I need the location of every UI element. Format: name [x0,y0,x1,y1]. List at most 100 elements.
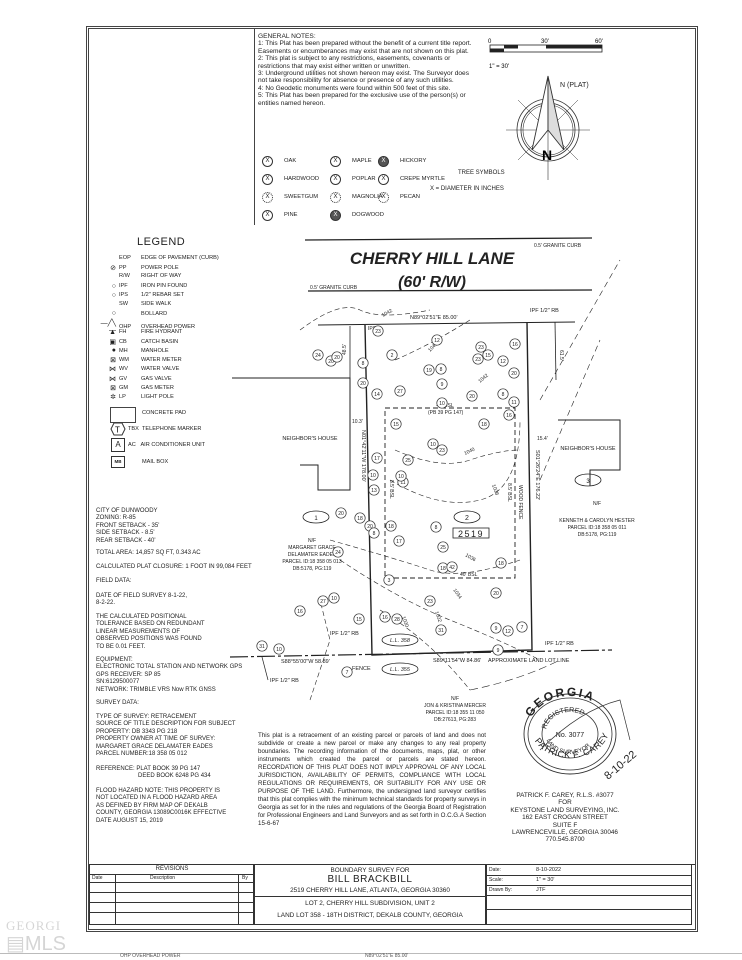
general-notes-title: GENERAL NOTES: [258,33,316,40]
dimension: 48.5' [342,344,348,355]
owner-line: DB:5178, PG:119 [293,566,332,572]
tree-icon [332,546,344,558]
tree-icon [436,378,448,390]
tree-diameter: 20 [334,355,340,361]
tree-icon [475,341,487,353]
telephone-marker-icon: T [110,422,126,436]
nf-label: N/F [593,501,601,507]
tree-icon [478,418,490,430]
tree-symbol-label: POPLAR [352,175,376,182]
date-value: 8-10-2022 [536,867,562,873]
reference-note: REFERENCE: PLAT BOOK 39 PG 147 DEED BOOK… [96,766,211,781]
general-note: 4: No Geodetic monuments were found with… [258,84,451,92]
tree-diameter: 16 [506,413,512,419]
ac-symbol: A [115,440,121,449]
revisions-table: REVISIONS Date Description By [89,864,255,925]
owner-line: MARGARET GRACE [288,545,336,551]
survey-line: TYPE OF SURVEY: RETRACEMENT [96,714,197,720]
curb-label: 0.5' GRANITE CURB [310,285,358,291]
zoning-notes: CITY OF DUNWOODY ZONING: R-85 FRONT SETB… [96,508,159,545]
tree-diameter: 31 [259,644,265,650]
tolerance-line: TO BE 0.01 FEET. [96,643,146,650]
legend-abbr: PP [119,265,127,272]
lot-1-number: 1 [314,516,318,522]
neighbor-house-label: NEIGHBOR'S HOUSE [560,446,615,452]
lot-2-tag [453,510,481,524]
tree-icon [466,390,478,402]
land-lot-358-tag [381,633,419,647]
survey-line: PARCEL NUMBER:18 358 05 012 [96,751,188,758]
land-lot-358: L.L. 358 [390,638,411,644]
tree-icon [508,367,520,379]
tree-icon [431,334,443,346]
neighbor-house-east [558,419,621,486]
seal-number: No. 3077 [556,732,585,739]
tree-icon [472,353,484,365]
contour-label: 1032 [433,611,443,624]
tree-diameter: 23 [475,357,481,363]
tree-icon [294,605,306,617]
reference-line: DEED BOOK 6248 PG 434 [138,773,211,780]
tree-icon [368,484,380,496]
tree-diameter: 17 [374,456,380,462]
house-number: 2519 [458,529,484,539]
legend-label: RIGHT OF WAY [141,273,182,280]
legend-abbr: SW [119,301,129,307]
tree-icon [353,613,365,625]
dimension: 15.4' [537,436,548,442]
next-sheet-bearing: N89°02'51"E 85.00' [365,953,409,959]
tree-icon [328,592,340,604]
notes-divider [254,29,255,225]
legend-label: MANHOLE [141,347,169,354]
right-of-way: (60' R/W) [398,274,466,291]
west-bearing: N01°42'11"W 178.00' [360,430,366,482]
owner-line: KENNETH & CAROLYN HESTER [559,518,635,524]
north-arrow-icon: N [506,75,590,180]
rev-col-by: By [242,875,248,881]
tree-icon [436,397,448,409]
zoning-line: CITY OF DUNWOODY [96,508,158,514]
tree-icon [435,624,447,636]
contour-label: 1030 [400,616,410,629]
date-label: Date: [489,867,501,873]
legend-label: BOLLARD [141,310,168,317]
legend-abbr: TBX [128,426,139,432]
legend-label: OVERHEAD POWER [141,323,196,330]
tree-diameter: 15 [485,353,491,359]
legend-label: TELEPHONE MARKER [142,426,202,432]
tree-icon [427,438,439,450]
tbx-symbol: T [115,426,120,435]
equipment-line: GPS RECEIVER: SP 85 [96,671,161,678]
rev-col-description: Description [150,875,176,881]
tree-diameter: 23 [478,345,484,351]
concrete-pad-icon [110,407,136,423]
lot-3-tag [574,473,602,487]
ac-unit-icon: A [111,438,125,452]
tree-diameter: 8 [435,525,438,531]
south-property-line [229,649,613,658]
dimension: 61.5' [558,350,564,361]
magnolia-tree-icon: X [330,192,341,203]
neighbor-house-label: NEIGHBOR'S HOUSE [282,436,337,442]
overhead-line-icon: —╱╲— [100,320,116,335]
tree-diameter: 20 [338,511,344,517]
reference-line: REFERENCE: PLAT BOOK 39 PG 147 [96,766,201,772]
bowtie-icon: ⋈ [109,366,116,374]
tree-icon [509,338,521,350]
legend-label: GAS METER [141,384,174,391]
tree-icon [379,611,391,623]
crepe-myrtle-tree-icon: X [378,174,389,185]
scale-ratio: 1" = 30' [489,64,509,70]
tree-symbol-label: DOGWOOD [352,211,384,218]
house-number-box [452,527,490,539]
wood-fence-label: WOOD FENCE [517,485,523,520]
tree-diameter: 25 [405,458,411,464]
tree-icon [482,349,494,361]
